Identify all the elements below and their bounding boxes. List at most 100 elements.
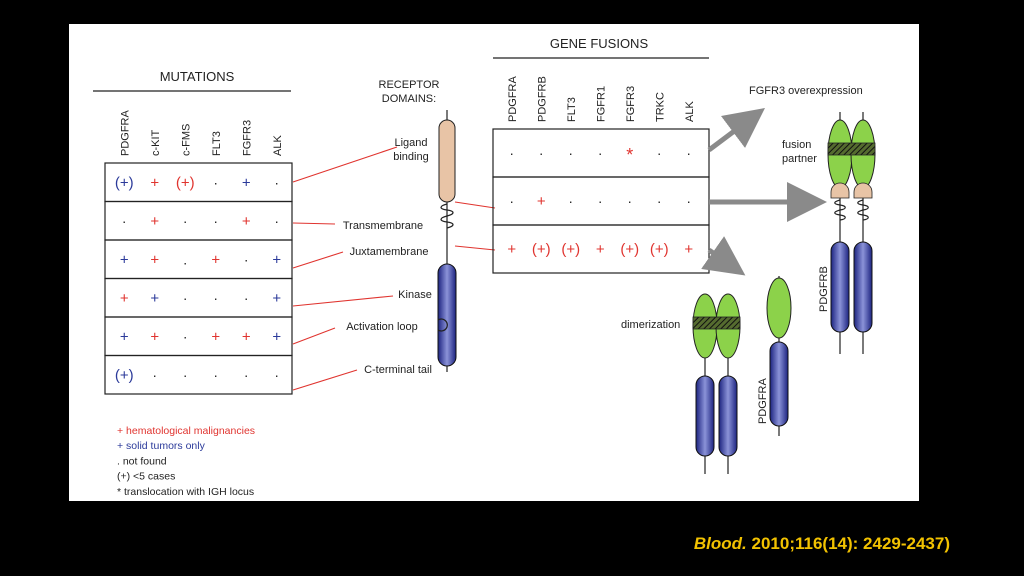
mutations-cell: + (150, 251, 159, 268)
pdgfra-label: PDGFRA (757, 378, 769, 425)
mutations-col-pdgfra: PDGFRA (119, 110, 131, 157)
fusions-cell: (+) (532, 241, 551, 258)
citation: Blood. 2010;116(14): 2429-2437) (694, 534, 950, 554)
label-kinase: Kinase (398, 289, 432, 301)
fusions-cell: + (596, 241, 605, 258)
fusions-table: ····*···+·····+(+)(+)+(+)(+)+ (492, 128, 710, 274)
fusions-cell: + (507, 241, 516, 258)
mutations-cell: · (183, 213, 188, 229)
legend-item: * translocation with IGH locus (117, 486, 254, 498)
pdgfrb-label: PDGFRB (818, 266, 830, 312)
fusions-cell: · (627, 193, 632, 209)
fusions-cell: · (539, 145, 544, 161)
ligand-binding-domain (438, 119, 456, 203)
mutations-cell: · (244, 290, 249, 306)
mutations-cell: + (150, 213, 159, 230)
pdgfra-single-fusion (766, 276, 792, 436)
mutations-cell: · (213, 367, 218, 383)
mutations-cell: + (272, 328, 281, 345)
fusions-col-pdgfra: PDGFRA (507, 76, 519, 123)
citation-journal: Blood. (693, 534, 747, 553)
mutations-cell: + (120, 328, 129, 345)
mutations-cell: · (183, 367, 188, 383)
mutations-cell: + (150, 328, 159, 345)
mutations-cell: + (120, 290, 129, 307)
mutations-cell: · (152, 367, 157, 383)
fusions-cell: · (686, 145, 691, 161)
legend-item: (+) <5 cases (117, 471, 175, 483)
fusions-title: GENE FUSIONS (550, 36, 649, 51)
mutations-cell: + (242, 328, 251, 345)
dimerization-label: dimerization (621, 319, 680, 331)
pdgfrb-fusion-dimer (827, 112, 876, 354)
activation-loop (437, 318, 448, 332)
mechanism-arrows (701, 108, 827, 276)
mutations-cell: + (242, 213, 251, 230)
fusions-cell: · (657, 145, 662, 161)
mutations-cell: · (274, 367, 279, 383)
fusions-cell: (+) (620, 241, 639, 258)
mutations-cell: + (272, 290, 281, 307)
mutations-cell: + (211, 251, 220, 268)
mutations-cell: + (150, 290, 159, 307)
label-ligand-line2: binding (393, 151, 428, 163)
fusions-cell: · (509, 145, 514, 161)
mutations-cell: · (244, 251, 249, 267)
mutations-cell: · (274, 213, 279, 229)
mutations-cell: + (150, 174, 159, 191)
fusion-partner-line2: partner (782, 153, 817, 165)
mutations-cell: · (244, 367, 249, 383)
mutations-cell: (+) (115, 367, 134, 384)
fusions-cell: + (684, 241, 693, 258)
fusions-cell: · (568, 193, 573, 209)
fusions-cell: · (568, 145, 573, 161)
label-ligand-line1: Ligand (394, 137, 427, 149)
fusions-cell: · (509, 193, 514, 209)
legend-item: + solid tumors only (117, 440, 206, 452)
mutations-cell: · (183, 328, 188, 344)
mutations-cell: + (211, 328, 220, 345)
label-transmembrane: Transmembrane (343, 220, 423, 232)
mutations-cell: + (242, 174, 251, 191)
mutations-cell: + (272, 251, 281, 268)
mutations-title: MUTATIONS (160, 69, 235, 84)
mutations-cell: · (274, 174, 279, 190)
mutations-cell: · (213, 290, 218, 306)
fusions-cell: (+) (650, 241, 669, 258)
mutations-cell: · (122, 213, 127, 229)
fusions-cell: · (686, 193, 691, 209)
kinase-domain (437, 263, 457, 367)
transmembrane-coil (440, 203, 454, 229)
fusions-cell: · (657, 193, 662, 209)
overexpression-label: FGFR3 overexpression (749, 85, 863, 97)
mutations-row (104, 316, 293, 357)
fusions-col-alk: ALK (684, 101, 696, 122)
fusions-cell: * (626, 145, 633, 165)
fusions-cell: + (537, 193, 546, 210)
mutations-row (104, 277, 293, 318)
fusion-partner-line1: fusion (782, 139, 811, 151)
fusions-col-flt3: FLT3 (566, 97, 578, 122)
fusions-cell: · (598, 145, 603, 161)
mutations-row (104, 239, 293, 280)
mutations-row (104, 200, 293, 241)
mutation-domain-connectors (292, 146, 398, 391)
mutations-col-flt3: FLT3 (211, 131, 223, 156)
mutations-col-c-fms: c-FMS (180, 124, 192, 156)
label-activation-loop: Activation loop (346, 321, 418, 333)
mutations-cell: . (183, 251, 187, 267)
mutations-row (104, 354, 293, 395)
mutations-col-alk: ALK (272, 135, 284, 156)
mutations-col-c-kit: c-KIT (150, 129, 162, 156)
dimerization-dimer (692, 293, 741, 474)
mutations-cell: (+) (115, 174, 134, 191)
receptor-title-line1: RECEPTOR (379, 79, 440, 91)
mutations-col-fgfr3: FGFR3 (241, 120, 253, 156)
mutations-column-headers: PDGFRA c-KIT c-FMS FLT3 FGFR3 ALK (119, 110, 284, 157)
mutations-table: (+)+(+)·+··+··+·++.+·+++···+++·+++(+)···… (104, 162, 293, 395)
mutations-cell: (+) (176, 174, 195, 191)
label-c-terminal-tail: C-terminal tail (364, 364, 432, 376)
